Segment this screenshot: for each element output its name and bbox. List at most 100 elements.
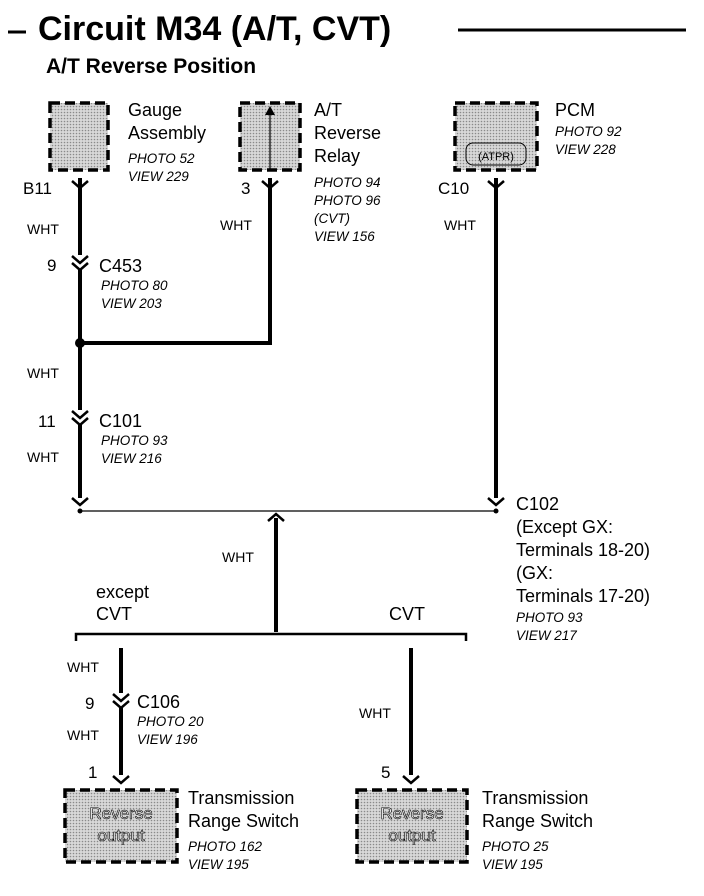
trs-left-box	[63, 788, 179, 864]
gauge-assembly-box	[48, 101, 110, 172]
wire-label-c102: WHT	[222, 549, 254, 565]
c453-pin: 9	[47, 256, 56, 275]
branch-left-label-1: except	[96, 582, 149, 602]
wire-label-left-top: WHT	[67, 659, 99, 675]
c102-chevron-left	[71, 497, 89, 507]
trs-left: 1 Reverse output Transmission Range Swit…	[63, 763, 299, 872]
c102-terminal-right	[493, 508, 499, 514]
c102-terminal-left	[77, 508, 83, 514]
pcm-pin: C10	[438, 179, 469, 198]
branch-bracket: except CVT CVT	[74, 582, 468, 641]
pcm-photo: PHOTO 92	[555, 124, 622, 139]
c106-chevron-top	[112, 693, 130, 703]
wire-label-c101: WHT	[27, 449, 59, 465]
trs-right-pin: 5	[381, 763, 390, 782]
pcm-view: VIEW 228	[555, 142, 616, 157]
trs-left-label-1: Transmission	[188, 788, 294, 808]
relay-pin: 3	[241, 179, 250, 198]
c102-note-4: Terminals 17-20)	[516, 586, 650, 606]
c102-chevron-right	[487, 497, 505, 507]
branch-right-label: CVT	[389, 604, 425, 624]
relay-label-2: Reverse	[314, 123, 381, 143]
c101-pin: 11	[38, 412, 56, 431]
gauge-view: VIEW 229	[128, 169, 189, 184]
gauge-assembly: Gauge Assembly PHOTO 52 VIEW 229 B11	[23, 100, 206, 198]
relay-pin-chevron	[261, 180, 279, 190]
relay-arrow-icon	[265, 106, 275, 115]
c102-label: C102	[516, 494, 559, 514]
c453-chevron-top	[71, 255, 89, 265]
c106-view: VIEW 196	[137, 732, 198, 747]
pcm-inner-frame	[465, 142, 527, 166]
wire-label-pcm: WHT	[444, 217, 476, 233]
c101-chevron-top	[71, 410, 89, 420]
trs-right-photo: PHOTO 25	[482, 839, 549, 854]
relay-view: VIEW 156	[314, 229, 375, 244]
branch-bar	[74, 632, 468, 641]
c453-photo: PHOTO 80	[101, 278, 168, 293]
trs-right: 5 Reverse output Transmission Range Swit…	[355, 763, 593, 872]
wire-label-right: WHT	[359, 705, 391, 721]
c102-photo: PHOTO 93	[516, 610, 583, 625]
trs-left-label-2: Range Switch	[188, 811, 299, 831]
splice-point	[75, 338, 85, 348]
c102-chevron-center	[267, 512, 285, 522]
wire-label-left-bottom: WHT	[67, 727, 99, 743]
relay-photo-1: PHOTO 94	[314, 175, 381, 190]
pcm-inner-label: (ATPR)	[478, 151, 514, 163]
gauge-pin-chevron	[71, 180, 89, 190]
page-title: Circuit M34 (A/T, CVT)	[38, 10, 391, 48]
c101-label: C101	[99, 411, 142, 431]
trs-left-pin: 1	[88, 763, 97, 782]
header: Circuit M34 (A/T, CVT) A/T Reverse Posit…	[8, 10, 686, 78]
c102-note-2: Terminals 18-20)	[516, 540, 650, 560]
c106-connector: 9 C106 PHOTO 20 VIEW 196	[85, 692, 204, 747]
trs-left-inner-1: Reverse	[89, 804, 152, 823]
relay-note: (CVT)	[314, 211, 350, 226]
c102-note-1: (Except GX:	[516, 517, 613, 537]
c453-connector: 9 C453 PHOTO 80 VIEW 203	[47, 255, 168, 311]
trs-left-view: VIEW 195	[188, 857, 249, 872]
c453-chevron-bottom	[71, 262, 89, 272]
gauge-pin: B11	[23, 179, 52, 198]
gauge-label-1: Gauge	[128, 100, 182, 120]
relay-label-1: A/T	[314, 100, 342, 120]
c453-label: C453	[99, 256, 142, 276]
reverse-relay: A/T Reverse Relay PHOTO 94 PHOTO 96 (CVT…	[238, 100, 381, 244]
trs-right-box	[355, 788, 469, 864]
c106-label: C106	[137, 692, 180, 712]
pcm-label: PCM	[555, 100, 595, 120]
branch-left-label-2: CVT	[96, 604, 132, 624]
trs-right-label-1: Transmission	[482, 788, 588, 808]
c101-photo: PHOTO 93	[101, 433, 168, 448]
c106-photo: PHOTO 20	[137, 714, 204, 729]
c102-connector: C102 (Except GX: Terminals 18-20) (GX: T…	[71, 494, 650, 643]
pin-chevrons	[71, 180, 505, 190]
trs-left-inner-2: output	[97, 826, 145, 845]
c102-note-3: (GX:	[516, 563, 553, 583]
gauge-photo: PHOTO 52	[128, 151, 195, 166]
c106-chevron-bottom	[112, 700, 130, 710]
trs-right-pin-chevron	[402, 775, 420, 785]
pcm-pin-chevron	[487, 180, 505, 190]
trs-right-label-2: Range Switch	[482, 811, 593, 831]
trs-left-photo: PHOTO 162	[188, 839, 263, 854]
trs-left-pin-chevron	[112, 775, 130, 785]
relay-label-3: Relay	[314, 146, 360, 166]
trs-right-inner-1: Reverse	[380, 804, 443, 823]
pcm-box	[453, 101, 539, 172]
c102-view: VIEW 217	[516, 628, 577, 643]
wire-label-relay: WHT	[220, 217, 252, 233]
wires	[78, 178, 498, 775]
c101-view: VIEW 216	[101, 451, 162, 466]
wire-label-mid: WHT	[27, 365, 59, 381]
pcm: (ATPR) PCM PHOTO 92 VIEW 228 C10	[438, 100, 622, 198]
wire-labels: WHT WHT WHT WHT WHT WHT WHT WHT WHT	[27, 217, 476, 743]
page-subtitle: A/T Reverse Position	[46, 55, 256, 78]
c106-pin: 9	[85, 694, 94, 713]
trs-right-view: VIEW 195	[482, 857, 543, 872]
trs-right-inner-2: output	[388, 826, 436, 845]
c101-connector: 11 C101 PHOTO 93 VIEW 216	[38, 410, 168, 466]
c453-view: VIEW 203	[101, 296, 162, 311]
